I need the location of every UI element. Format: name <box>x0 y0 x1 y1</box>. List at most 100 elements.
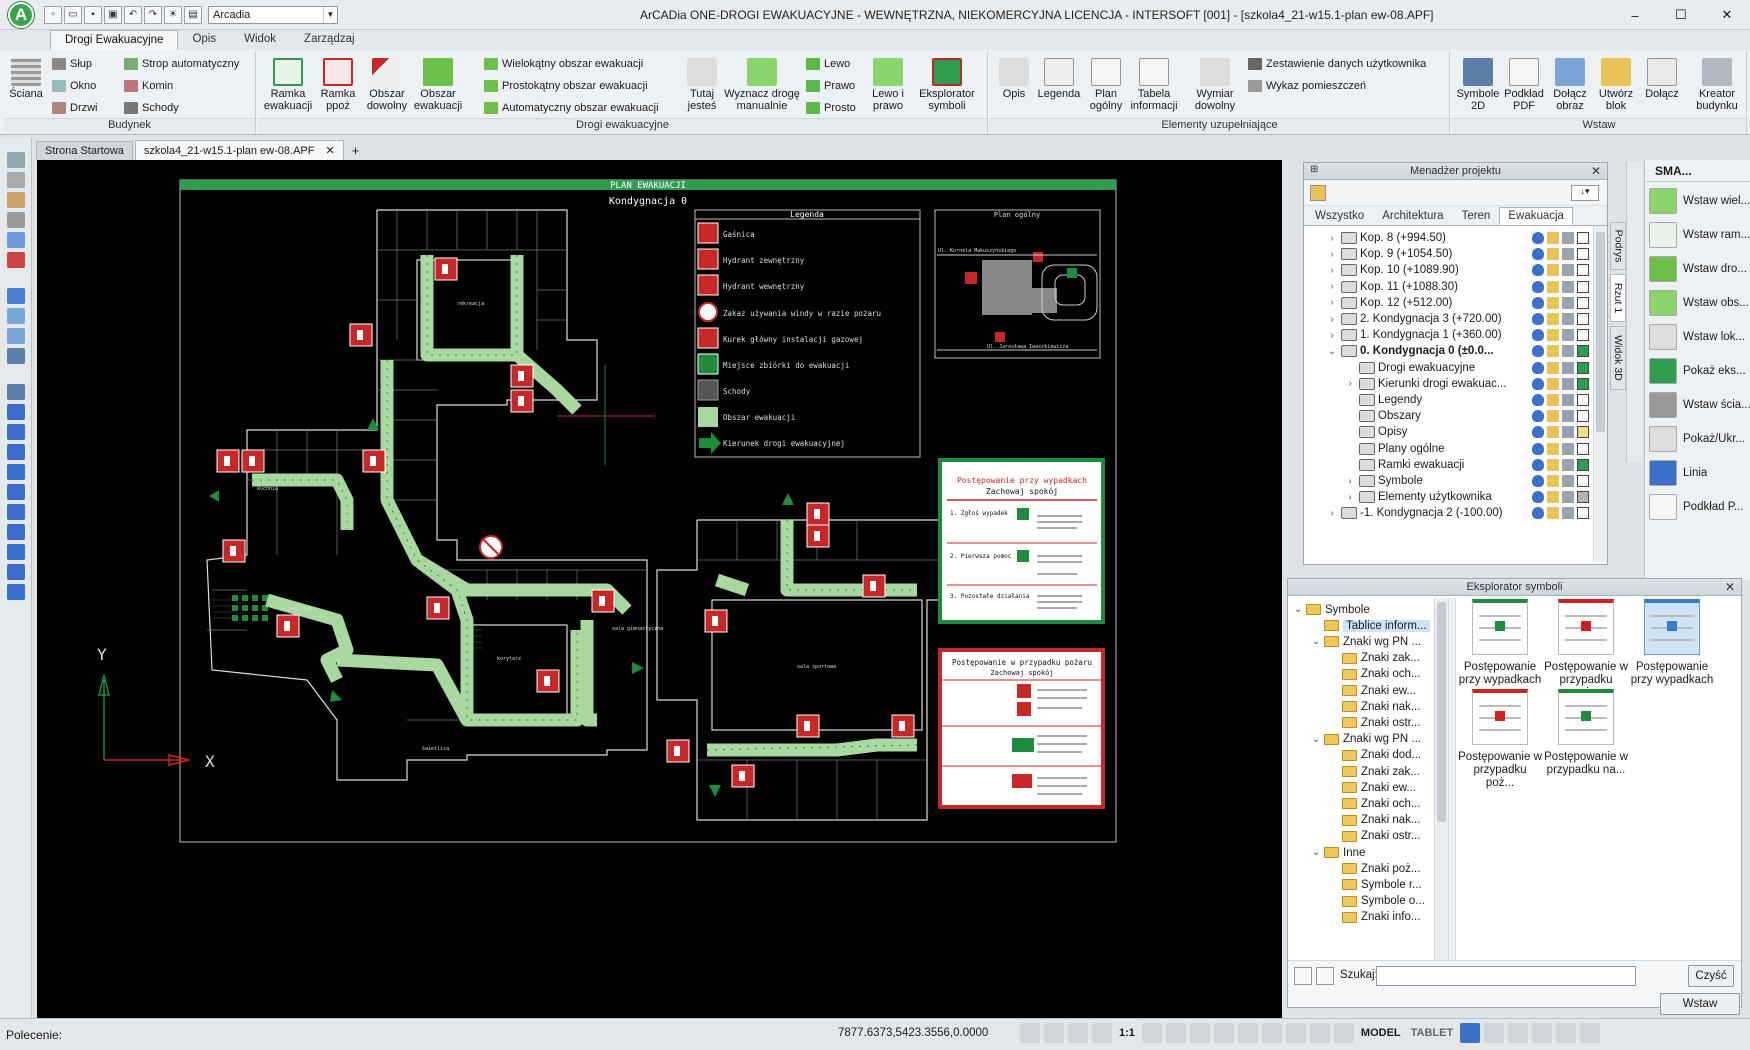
expand-chevron-icon[interactable]: › <box>1330 232 1334 244</box>
symbol-tree-scrollbar[interactable] <box>1434 598 1448 960</box>
layer-color-swatch[interactable] <box>1577 491 1589 504</box>
smart-panel-item[interactable]: Wstaw obs... <box>1649 290 1749 316</box>
smart-panel-item[interactable]: Wstaw lok... <box>1649 324 1745 350</box>
model-button[interactable]: MODEL <box>1360 1027 1401 1039</box>
visibility-bulb-icon[interactable] <box>1532 394 1544 406</box>
symbol-thumbnail[interactable]: Postępowanie przy wypadkach <box>1458 599 1542 687</box>
symbol-thumbnail[interactable]: Postępowanie przy wypadkach <box>1630 599 1714 687</box>
symbol-tree-item[interactable]: ⌄Inne <box>1312 844 1365 861</box>
smart-panel-item[interactable]: Pokaż eks... <box>1649 358 1746 384</box>
print-icon[interactable] <box>1562 329 1574 342</box>
symbol-tree-item[interactable]: Symbole o... <box>1330 893 1425 910</box>
expand-chevron-icon[interactable]: › <box>1330 329 1334 341</box>
wyznacz-droge-button[interactable]: Wyznacz drogę manualnie <box>724 58 800 112</box>
dynamic-toggle-icon[interactable] <box>1309 1023 1330 1043</box>
symbol-tree-item[interactable]: Znaki zak... <box>1330 650 1420 667</box>
lock-icon[interactable] <box>1547 426 1559 439</box>
symbol-tree-item[interactable]: Znaki ew... <box>1330 682 1416 699</box>
tab-rzut-1[interactable]: Rzut 1 <box>1610 274 1626 322</box>
lock-icon[interactable] <box>1547 264 1559 277</box>
stairs-button[interactable]: Schody <box>124 102 179 114</box>
visibility-bulb-icon[interactable] <box>1532 377 1544 390</box>
lock-icon[interactable] <box>1547 491 1559 504</box>
new-tab-button[interactable]: + <box>351 143 360 158</box>
zoom-window-icon[interactable] <box>7 328 25 344</box>
select-icon[interactable] <box>7 232 25 248</box>
opis-button[interactable]: Opis <box>996 58 1032 100</box>
visibility-bulb-icon[interactable] <box>1532 264 1544 277</box>
grid-icon[interactable] <box>7 212 25 228</box>
tree-row[interactable]: ›Kop. 9 (+1054.50) <box>1304 245 1593 263</box>
visibility-bulb-icon[interactable] <box>1532 296 1544 309</box>
legenda-button[interactable]: Legenda <box>1034 58 1084 100</box>
visibility-bulb-icon[interactable] <box>1532 345 1544 358</box>
screen-icon[interactable] <box>1484 1023 1505 1043</box>
lock-icon[interactable] <box>1547 394 1559 406</box>
tree-row[interactable]: Drogi ewakuacyjne <box>1304 359 1593 377</box>
app-logo[interactable]: A <box>8 1 34 28</box>
visibility-bulb-icon[interactable] <box>1532 475 1544 487</box>
tree-row[interactable]: ›Kop. 12 (+512.00) <box>1304 294 1593 312</box>
layer-color-swatch[interactable] <box>1577 232 1589 244</box>
symbol-tree-thumb[interactable] <box>1437 602 1446 822</box>
undo-icon[interactable]: ↶ <box>124 5 142 24</box>
tree-row[interactable]: Opisy <box>1304 423 1593 441</box>
symbol-search-input[interactable] <box>1376 966 1636 986</box>
expand-chevron-icon[interactable]: › <box>1330 281 1334 293</box>
symbol-thumbnail[interactable]: Postępowanie w przypadku na... <box>1544 689 1628 777</box>
scroll-thumb[interactable] <box>1596 232 1605 432</box>
expand-chevron-icon[interactable]: › <box>1330 248 1334 260</box>
visibility-bulb-icon[interactable] <box>1532 248 1544 261</box>
symbol-tree-item[interactable]: Znaki ostr... <box>1330 828 1420 845</box>
line-icon[interactable] <box>7 404 25 420</box>
layer-color-swatch[interactable] <box>1577 313 1589 325</box>
layer-color-swatch[interactable] <box>1577 410 1589 423</box>
print-icon[interactable] <box>1562 475 1574 487</box>
print-icon[interactable] <box>1562 377 1574 390</box>
expand-chevron-icon[interactable]: › <box>1348 378 1352 390</box>
crosshair-toggle-icon[interactable] <box>1068 1023 1088 1043</box>
utworz-blok-button[interactable]: Utwórz blok <box>1594 58 1638 112</box>
layer-color-swatch[interactable] <box>1577 264 1589 277</box>
symbol-tree-item[interactable]: Znaki nak... <box>1330 812 1420 829</box>
point-icon[interactable] <box>7 484 25 500</box>
tutaj-jestes-button[interactable]: Tutaj jesteś <box>684 58 720 112</box>
tracking-toggle-icon[interactable] <box>1189 1023 1210 1043</box>
open-file-icon[interactable]: ▭ <box>64 5 82 24</box>
layer-color-swatch[interactable] <box>1577 329 1589 342</box>
close-explorer-icon[interactable]: ✕ <box>1724 580 1735 594</box>
expand-chevron-icon[interactable]: › <box>1330 297 1334 309</box>
print-icon[interactable] <box>1562 394 1574 406</box>
layer-color-swatch[interactable] <box>1577 475 1589 487</box>
symbol-tree-item[interactable]: ⌄Znaki wg PN ... <box>1312 633 1421 650</box>
view-icon[interactable] <box>7 348 25 364</box>
arc-icon[interactable] <box>7 444 25 460</box>
wall-button[interactable]: Ściana <box>9 58 43 100</box>
symbol-tree-item[interactable]: ⌄Symbole <box>1294 601 1370 618</box>
layer-lock-icon[interactable]: ▤ <box>184 5 202 24</box>
print-icon[interactable] <box>1562 264 1574 277</box>
rectangle-icon[interactable] <box>7 464 25 480</box>
layer-color-swatch[interactable] <box>1577 296 1589 309</box>
layout-toggle-icon[interactable] <box>1261 1023 1282 1043</box>
layers-icon[interactable] <box>7 152 25 168</box>
symbol-tree-item[interactable]: Znaki zak... <box>1330 763 1420 780</box>
ortho-toggle-icon[interactable] <box>1092 1023 1112 1043</box>
drawing-canvas[interactable]: PLAN EWAKUACJI Kondygnacja 0 <box>37 160 1282 1018</box>
rect-area-button[interactable]: Prostokątny obszar ewakuacji <box>484 80 648 92</box>
visibility-bulb-icon[interactable] <box>1532 280 1544 293</box>
panel-collapse-strip[interactable] <box>1626 162 1642 462</box>
auto-area-button[interactable]: Automatyczny obszar ewakuacji <box>484 102 659 114</box>
eksplorator-button[interactable]: Eksplorator symboli <box>914 58 980 112</box>
tree-row[interactable]: ›Elementy użytkownika <box>1304 488 1593 506</box>
layer-color-swatch[interactable] <box>1577 442 1589 455</box>
wymiar-button[interactable]: Wymiar dowolny <box>1190 58 1240 112</box>
expand-chevron-icon[interactable]: ⌄ <box>1327 345 1337 357</box>
symbol-tree-item[interactable]: Znaki ostr... <box>1330 714 1420 731</box>
smart-panel-item[interactable]: Wstaw dro... <box>1649 256 1747 282</box>
expand-chevron-icon[interactable]: › <box>1330 507 1334 519</box>
zoom-icon[interactable] <box>7 308 25 324</box>
symbol-tree-item[interactable]: Symbole r... <box>1330 876 1422 893</box>
close-tab-icon[interactable]: ✕ <box>325 145 335 157</box>
refresh-icon[interactable] <box>1310 184 1326 201</box>
